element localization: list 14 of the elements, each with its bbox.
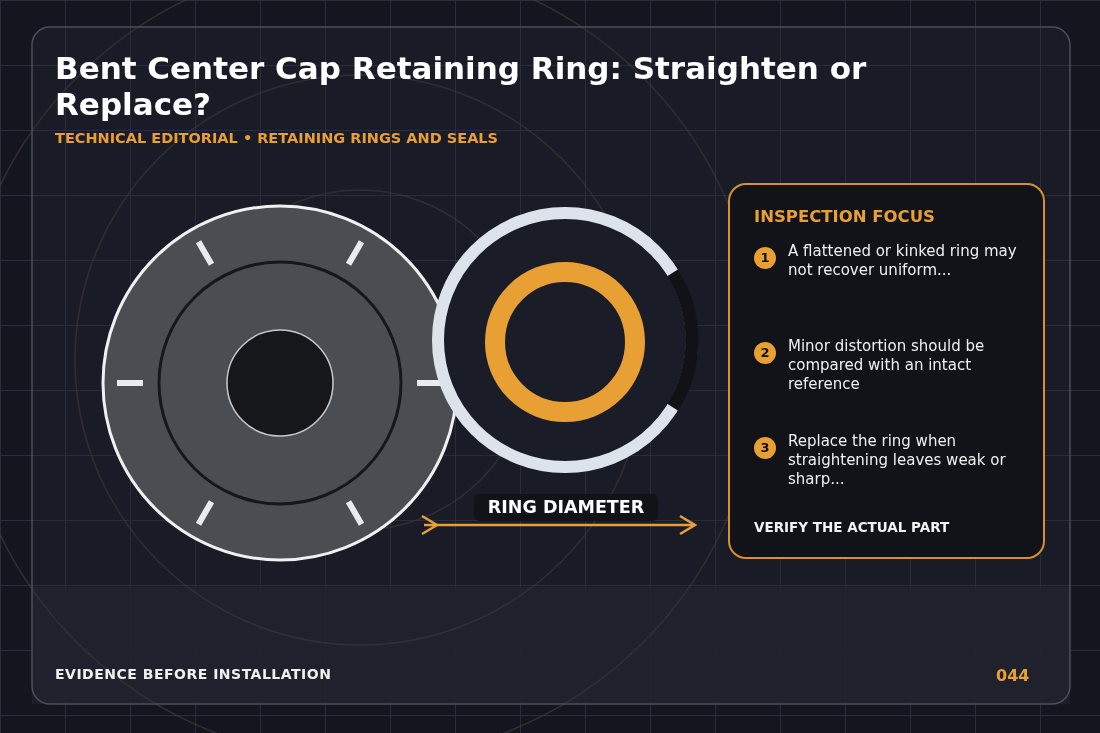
item-text: A flattened or kinked ring may not recover uniform... <box>788 242 1018 280</box>
item-text: Minor distortion should be compared with an intact reference <box>788 337 986 394</box>
subtitle: TECHNICAL EDITORIAL • RETAINING RINGS AND SEALS <box>55 130 499 146</box>
title: Bent Center Cap Retaining Ring: Straighten or Replace? <box>55 50 868 122</box>
number-badge: 2 <box>754 342 776 364</box>
number-badge: 1 <box>754 247 776 269</box>
number-badge: 3 <box>754 437 776 459</box>
panel-footer-note: VERIFY THE ACTUAL PART <box>754 519 950 535</box>
panel-heading: INSPECTION FOCUS <box>754 207 935 226</box>
item-text: Replace the ring when straightening leaves weak or sharp... <box>788 432 1007 489</box>
footer-text: EVIDENCE BEFORE INSTALLATION <box>55 666 332 682</box>
inspection-panel <box>728 183 1045 559</box>
dimension-label: RING DIAMETER <box>474 494 658 521</box>
page-number: 044 <box>996 666 1030 685</box>
